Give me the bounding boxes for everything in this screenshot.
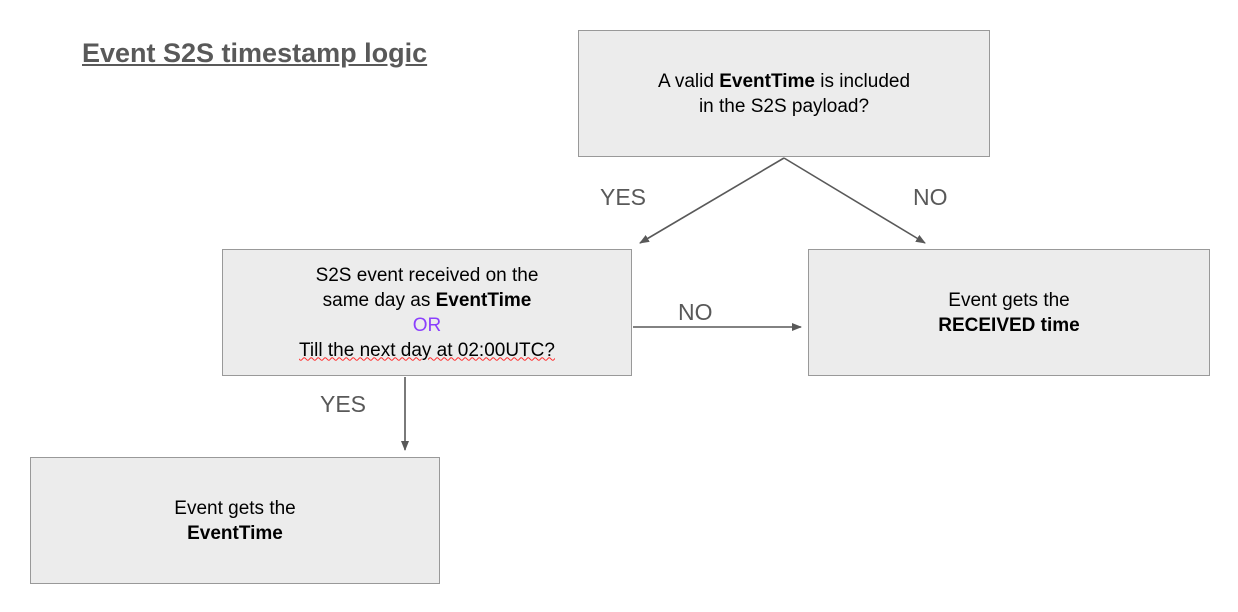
node-received-time: Event gets the RECEIVED time [808,249,1210,376]
edge-label-no-top: NO [913,184,948,210]
node-eventtime-line2: EventTime [187,522,283,544]
edge-label-yes-top: YES [600,184,647,210]
page-title: Event S2S timestamp logic [82,38,428,68]
node-sameday-line1: S2S event received on the [315,264,539,286]
node-sameday-line4: Till the next day at 02:00UTC? [299,339,555,361]
edge-label-no-middle: NO [678,299,713,325]
node-received-line1: Event gets the [948,289,1070,311]
node-valid-line1: A valid EventTime is included [657,70,911,92]
edge-label-yes-bottom: YES [320,391,367,417]
node-sameday-line2: same day as EventTime [322,289,532,311]
node-same-day-check: S2S event received on the same day as Ev… [222,249,632,376]
arrow-no-top [783,157,926,244]
node-event-time: Event gets the EventTime [30,457,440,584]
arrow-yes-top [639,157,785,244]
node-valid-eventtime: A valid EventTime is included in the S2S… [578,30,990,157]
node-sameday-or: OR [412,314,442,336]
node-valid-line2: in the S2S payload? [698,95,870,117]
node-eventtime-line1: Event gets the [174,497,296,519]
node-received-line2: RECEIVED time [938,314,1080,336]
